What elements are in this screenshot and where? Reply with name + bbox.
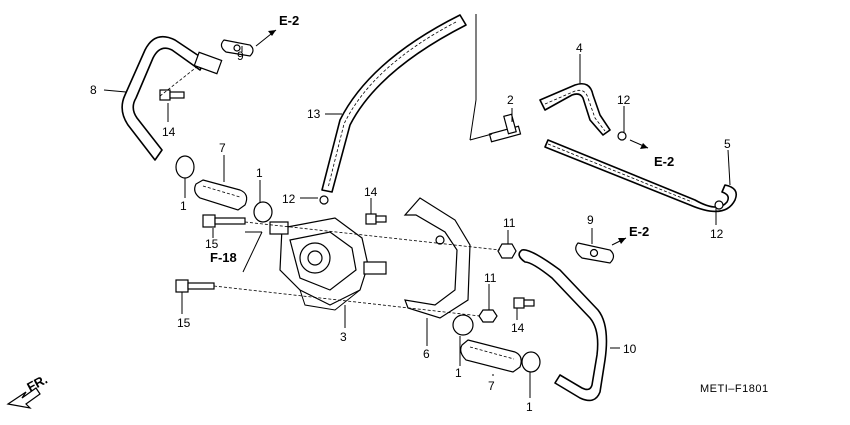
callout-11-bottom: 11 [484, 271, 497, 285]
callout-12-c: 12 [710, 227, 724, 241]
bolt-14-top [159, 89, 185, 101]
gasket-9-top [220, 39, 254, 57]
callout-7-top: 7 [219, 141, 226, 155]
callout-14-bottom: 14 [511, 321, 525, 335]
ref-e2-right: E-2 [654, 154, 674, 169]
callout-4: 4 [576, 41, 583, 55]
clip-1-a [175, 155, 195, 179]
callout-7-bottom: 7 [488, 379, 495, 393]
clip-12-c [714, 200, 724, 210]
leader-lines [103, 14, 731, 398]
callout-12-b: 12 [617, 93, 631, 107]
nut-11-bottom [478, 309, 498, 323]
callout-3: 3 [340, 330, 347, 344]
callout-9-top: 9 [237, 49, 244, 63]
callout-14-top: 14 [162, 125, 176, 139]
hose-7-top [194, 179, 248, 211]
callout-12-a: 12 [282, 192, 296, 206]
callout-10: 10 [623, 342, 637, 356]
clip-12-b [617, 131, 627, 141]
alignment-lines [159, 65, 501, 317]
front-direction-arrow-icon [6, 387, 41, 409]
hose-8 [121, 35, 206, 161]
front-label: FR. [24, 372, 50, 395]
ref-arrows [255, 29, 649, 246]
clip-1-b [253, 201, 273, 223]
fitting-top [193, 51, 223, 75]
ref-e2-top: E-2 [279, 13, 299, 28]
callout-1-a: 1 [180, 199, 187, 213]
reference-labels: E-2 E-2 E-2 F-18 [210, 13, 674, 265]
callout-11-top: 11 [503, 216, 516, 230]
callout-13: 13 [307, 107, 321, 121]
joint-2 [488, 113, 522, 143]
hose-5 [544, 139, 738, 213]
ref-e2-mid: E-2 [629, 224, 649, 239]
callout-5: 5 [724, 137, 731, 151]
nut-11-top [497, 243, 517, 259]
callout-14-mid: 14 [364, 185, 378, 199]
bolt-14-bottom [513, 297, 535, 309]
callout-2: 2 [507, 93, 514, 107]
callout-6: 6 [423, 347, 430, 361]
bolt-15-bottom [175, 279, 215, 293]
hose-7-bottom [460, 339, 522, 373]
callout-15-bottom: 15 [177, 316, 191, 330]
diagram-code: METI–F1801 [700, 383, 769, 395]
gasket-9-right [575, 242, 615, 264]
bracket-6 [403, 197, 471, 319]
clip-1-c [452, 314, 474, 336]
callout-1-c: 1 [455, 366, 462, 380]
callout-1-d: 1 [526, 400, 533, 414]
air-injection-valve-3 [269, 217, 387, 311]
callout-8: 8 [90, 83, 97, 97]
callout-1-b: 1 [256, 166, 263, 180]
bolt-14-mid [365, 213, 387, 225]
hose-13 [321, 14, 467, 193]
ref-f18: F-18 [210, 250, 237, 265]
callout-15-top: 15 [205, 237, 219, 251]
pipe-10 [518, 249, 608, 402]
clip-12-a [319, 195, 329, 205]
hose-4 [539, 82, 611, 136]
bolt-15-top [202, 214, 246, 228]
callout-numbers: 8 14 9 7 1 1 15 15 13 12 14 3 6 11 11 14… [90, 41, 731, 414]
callout-9-right: 9 [587, 213, 594, 227]
clip-1-d [521, 351, 541, 373]
